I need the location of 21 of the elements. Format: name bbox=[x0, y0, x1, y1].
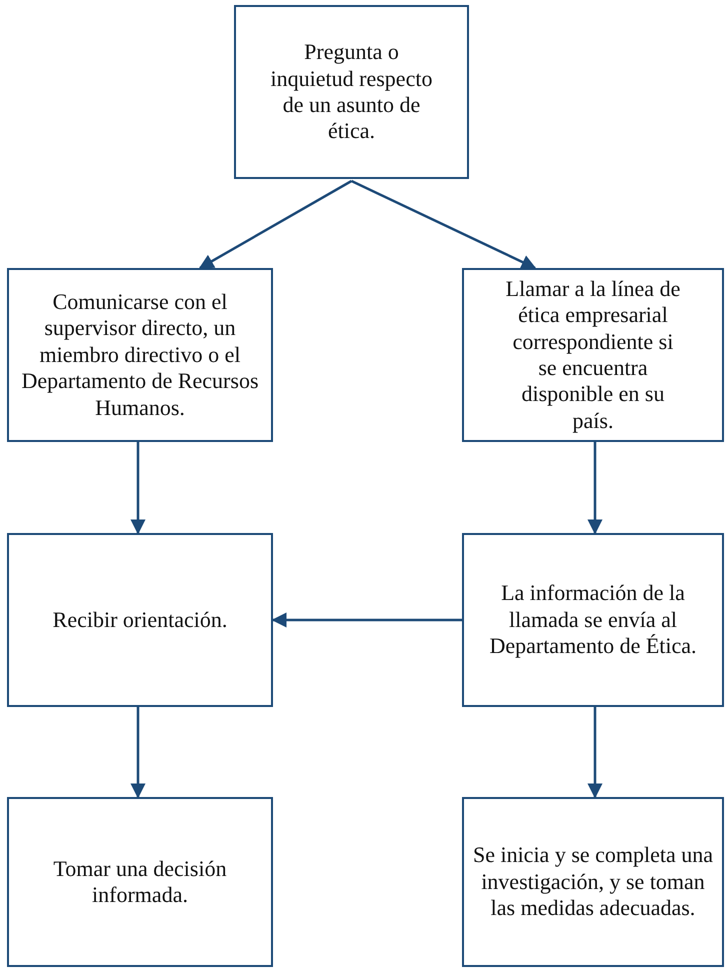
box-text: Llamar a la línea de ética empresarial correspondiente si se encuentra disponible en su país. bbox=[504, 276, 682, 434]
process-box bbox=[462, 268, 724, 442]
box-text: Comunicarse con el supervisor directo, un miembro directivo o el Departamento de Recursos Humanos. bbox=[20, 289, 260, 421]
box-text: Pregunta o inquietud respecto de un asunto de ética. bbox=[270, 39, 434, 145]
arrow bbox=[130, 707, 146, 798]
box-text: La información de la llamada se envía al Departamento de Ética. bbox=[488, 580, 698, 660]
arrow bbox=[198, 180, 352, 270]
arrow bbox=[130, 442, 146, 534]
arrow bbox=[588, 707, 602, 798]
process-box bbox=[234, 5, 469, 179]
process-box bbox=[7, 533, 273, 707]
box-text: Recibir orientación. bbox=[52, 606, 228, 634]
box-text: Se inicia y se completa una investigación, y se toman las medidas adecuadas. bbox=[472, 842, 714, 922]
arrow bbox=[350, 180, 536, 270]
arrow bbox=[588, 442, 602, 534]
arrow bbox=[272, 612, 462, 628]
process-box bbox=[7, 797, 273, 967]
box-text: Tomar una decisión informada. bbox=[52, 856, 228, 908]
process-box bbox=[462, 533, 724, 707]
process-box bbox=[462, 797, 724, 967]
process-box bbox=[7, 268, 273, 442]
